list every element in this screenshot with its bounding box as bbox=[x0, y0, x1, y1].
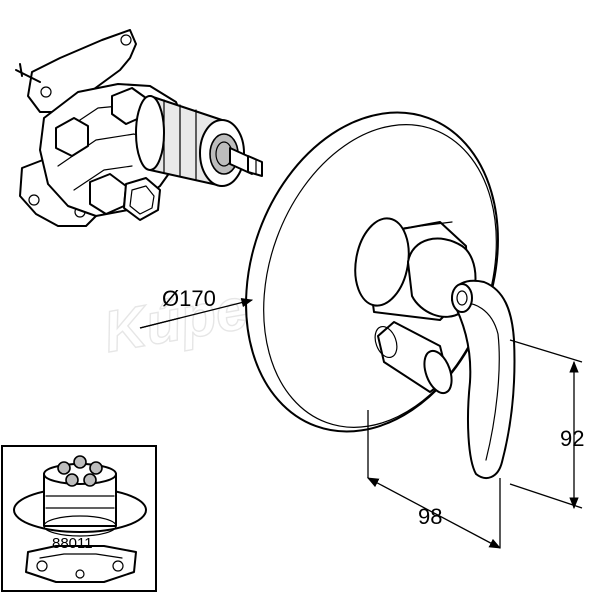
height-label: 92 bbox=[560, 426, 584, 451]
depth-label: 98 bbox=[418, 504, 442, 529]
inset-box: 88011 bbox=[1, 445, 157, 592]
dimension-depth: 98 bbox=[366, 410, 502, 549]
diameter-label: Ø170 bbox=[162, 286, 216, 311]
mixer-handle bbox=[354, 217, 516, 479]
concealed-box-body bbox=[15, 29, 263, 227]
part-number-label: 88011 bbox=[52, 535, 93, 552]
dimension-diameter: Ø170 bbox=[139, 286, 254, 329]
dimension-height: 92 bbox=[509, 339, 584, 510]
